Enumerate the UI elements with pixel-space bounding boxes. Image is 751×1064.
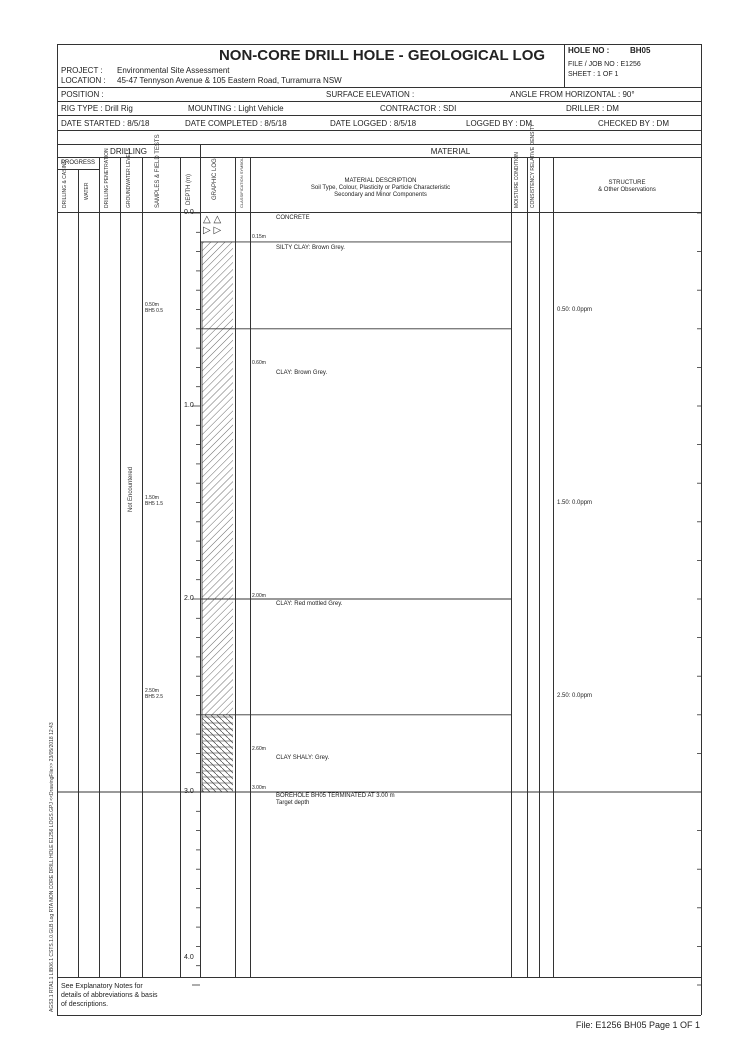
- sample-3-depth: 2.50m: [145, 688, 159, 694]
- layer-depth-label-5: 2.60m: [252, 746, 266, 752]
- layer-depth-label-4: 2.00m: [252, 593, 266, 599]
- sample-1: 0.50m BH5 0.5: [145, 302, 163, 314]
- structure-header: STRUCTURE & Other Observations: [553, 180, 701, 194]
- date-completed-field: DATE COMPLETED : 8/5/18: [185, 119, 287, 128]
- layer-depth-label-6: 3.00m: [252, 785, 266, 791]
- hole-no-label: HOLE NO :: [568, 46, 610, 55]
- col-line-4: [142, 157, 143, 977]
- col-line-9: [511, 157, 512, 977]
- material-description-title: MATERIAL DESCRIPTION: [344, 178, 417, 184]
- column-header-bottom: [57, 212, 701, 213]
- graphic-log-fill: [202, 241, 233, 792]
- col-line-3: [120, 157, 121, 977]
- progress-header: PROGRESS: [60, 160, 95, 166]
- location-label: LOCATION :: [61, 76, 106, 85]
- date-logged-field: DATE LOGGED : 8/5/18: [330, 119, 417, 128]
- logged-by-field: LOGGED BY : DM: [466, 119, 533, 128]
- depth-label-0: 0.0: [184, 209, 194, 216]
- sample-1-id: BH5 0.5: [145, 308, 164, 314]
- col-line-8: [250, 157, 251, 977]
- material-description-sub-1: Soil Type, Colour, Plasticity or Particl…: [310, 185, 451, 191]
- explanatory-notes: See Explanatory Notes for details of abb…: [61, 983, 158, 1008]
- layer-boundaries: [57, 241, 701, 793]
- body-bottom: [57, 977, 701, 978]
- frame-bottom: [57, 1015, 701, 1016]
- layer-description-1: CONCRETE: [276, 215, 310, 221]
- shale-hatch: [202, 714, 233, 792]
- frame-top: [57, 44, 701, 45]
- row-sep-5: [57, 144, 701, 145]
- file-job-no: FILE / JOB NO : E1256: [568, 61, 641, 68]
- sheet-number: SHEET : 1 OF 1: [568, 71, 619, 78]
- col-line-5: [180, 157, 181, 977]
- surface-elevation-field: SURFACE ELEVATION :: [326, 90, 415, 99]
- depth-label-4: 4.0: [184, 954, 194, 961]
- structure-note-3: 2.50: 0.0ppm: [557, 693, 593, 699]
- layer-description-4: CLAY: Red mottled Grey.: [276, 601, 343, 607]
- rig-type-field: RIG TYPE : Drill Rig: [61, 104, 133, 113]
- sample-3: 2.50m BH5 2.5: [145, 688, 163, 700]
- project-label: PROJECT :: [61, 66, 103, 75]
- row-sep-3: [57, 115, 701, 116]
- material-description-sub-2: Secondary and Minor Components: [334, 192, 427, 198]
- col-line-11: [539, 157, 540, 977]
- drilling-material-divider: [200, 144, 201, 157]
- material-description-header: MATERIAL DESCRIPTION Soil Type, Colour, …: [250, 178, 511, 199]
- col-line-12: [553, 157, 554, 977]
- layer-depth-label-3: 0.60m: [252, 360, 266, 366]
- page-file-info: File: E1256 BH05 Page 1 OF 1: [575, 1020, 700, 1030]
- layer-description-3: CLAY: Brown Grey.: [276, 370, 328, 376]
- layer-description-5: CLAY SHALY: Grey.: [276, 755, 330, 761]
- side-file-info: AGS3.1 RTA1.1 LIB06.1 CSTS.1.0.GLB Log R…: [49, 722, 55, 1012]
- sample-3-id: BH5 2.5: [145, 694, 164, 700]
- depth-label-2: 2.0: [184, 595, 194, 602]
- structure-sub: & Other Observations: [598, 187, 656, 193]
- row-sep-1: [57, 87, 701, 88]
- sample-1-depth: 0.50m: [145, 302, 159, 308]
- structure-note-1: 0.50: 0.0ppm: [557, 307, 593, 313]
- depth-label-3: 3.0: [184, 788, 194, 795]
- material-section-header: MATERIAL: [430, 147, 471, 156]
- mounting-field: MOUNTING : Light Vehicle: [188, 104, 284, 113]
- contractor-field: CONTRACTOR : SDI: [380, 104, 457, 113]
- log-title: NON-CORE DRILL HOLE - GEOLOGICAL LOG: [218, 47, 546, 64]
- layer-description-2: SILTY CLAY: Brown Grey.: [276, 245, 345, 251]
- hole-no: BH05: [630, 46, 651, 55]
- groundwater-note: Not Encountered: [128, 466, 134, 512]
- concrete-symbol: △ △▷ ▷: [203, 214, 222, 236]
- depth-label-1: 1.0: [184, 402, 194, 409]
- sample-2-depth: 1.50m: [145, 495, 159, 501]
- position-field: POSITION :: [61, 90, 104, 99]
- col-line-1: [78, 169, 79, 977]
- col-line-7: [235, 157, 236, 977]
- sample-2-id: BH5 1.5: [145, 501, 164, 507]
- project-value: Environmental Site Assessment: [117, 66, 230, 75]
- sample-2: 1.50m BH5 1.5: [145, 495, 163, 507]
- layer-note-6: Target depth: [276, 800, 310, 806]
- right-edge-ticks: [697, 212, 701, 986]
- row-sep-2: [57, 101, 701, 102]
- layer-description-6: BOREHOLE BH05 TERMINATED AT 3.00 m: [276, 793, 395, 799]
- date-started-field: DATE STARTED : 8/5/18: [61, 119, 150, 128]
- frame-right: [701, 44, 702, 1015]
- col-line-2: [99, 157, 100, 977]
- col-line-10: [527, 157, 528, 977]
- row-sep-6: [57, 157, 701, 158]
- checked-by-field: CHECKED BY : DM: [598, 119, 669, 128]
- hole-box-divider: [564, 44, 565, 87]
- drilling-section-header: DRILLING: [110, 147, 147, 156]
- col-line-6: [200, 157, 201, 977]
- angle-field: ANGLE FROM HORIZONTAL : 90°: [510, 90, 635, 99]
- structure-title: STRUCTURE: [608, 180, 646, 186]
- location-value: 45-47 Tennyson Avenue & 105 Eastern Road…: [117, 76, 342, 85]
- frame-left: [57, 44, 58, 1015]
- clay-hatch: [202, 241, 233, 715]
- row-sep-4: [57, 130, 701, 131]
- layer-depth-label-2: 0.15m: [252, 234, 266, 240]
- driller-field: DRILLER : DM: [566, 104, 619, 113]
- structure-note-2: 1.50: 0.0ppm: [557, 500, 593, 506]
